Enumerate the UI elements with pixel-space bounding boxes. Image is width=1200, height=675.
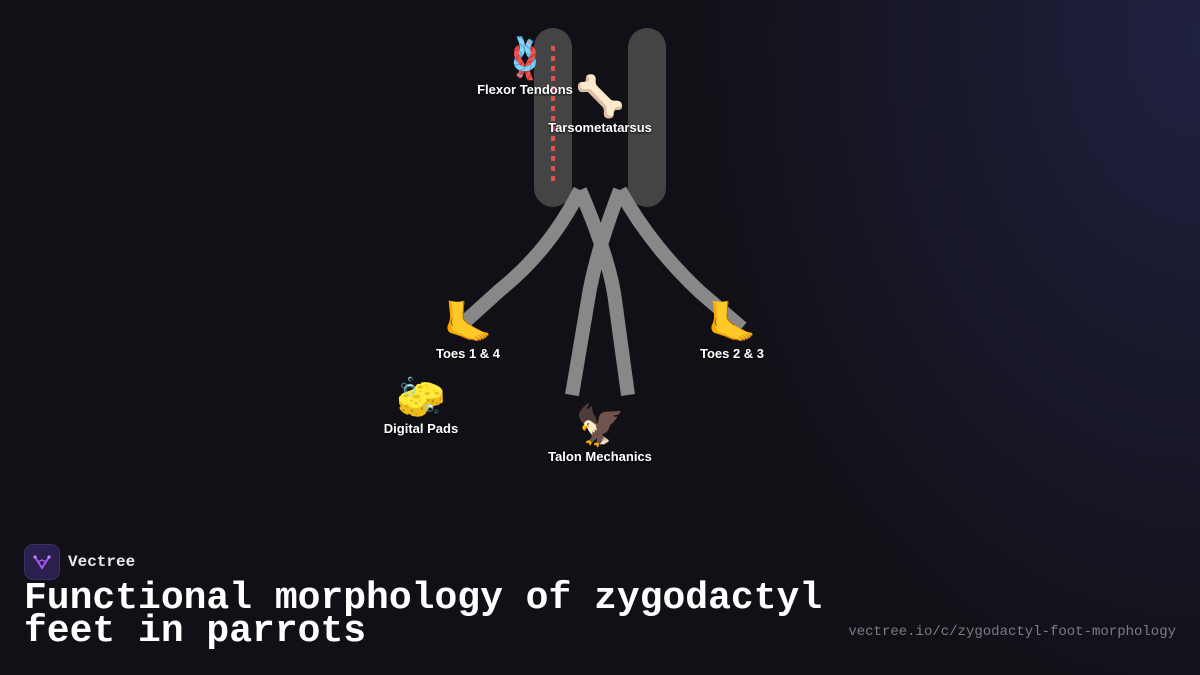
vectree-logo-icon (24, 544, 60, 580)
node-toes-2-3: 🦶 Toes 2 & 3 (700, 300, 764, 361)
foot-icon: 🦶 (707, 300, 757, 346)
node-label: Flexor Tendons (477, 82, 573, 97)
right-bone-shaft (628, 28, 666, 207)
brand: Vectree (24, 544, 135, 580)
page-title: Functional morphology of zygodactyl feet… (24, 577, 823, 653)
source-url[interactable]: vectree.io/c/zygodactyl-foot-morphology (848, 624, 1176, 640)
bone-icon: 🦴 (575, 74, 625, 120)
node-label: Talon Mechanics (548, 449, 652, 464)
node-label: Digital Pads (383, 421, 459, 436)
inner-toe-left-path (573, 187, 635, 396)
toe-2-3-path (613, 186, 747, 334)
node-label: Toes 2 & 3 (699, 346, 765, 361)
toe-1-4-path (453, 186, 587, 334)
knot-icon: 🪢 (500, 36, 550, 82)
inner-toe-right-path (565, 187, 627, 397)
node-toes-1-4: 🦶 Toes 1 & 4 (436, 300, 500, 361)
node-flexor-tendons: 🪢 Flexor Tendons (477, 36, 573, 97)
node-label: Toes 1 & 4 (435, 346, 501, 361)
node-label: Tarsometatarsus (548, 120, 652, 135)
brand-name: Vectree (68, 553, 136, 571)
eagle-icon: 🦅 (575, 403, 625, 449)
foot-icon: 🦶 (443, 300, 493, 346)
node-digital-pads: 🧽 Digital Pads (384, 375, 458, 436)
node-talon-mechanics: 🦅 Talon Mechanics (548, 403, 652, 464)
sponge-icon: 🧽 (396, 375, 446, 421)
node-tarsometatarsus: 🦴 Tarsometatarsus (548, 74, 652, 135)
